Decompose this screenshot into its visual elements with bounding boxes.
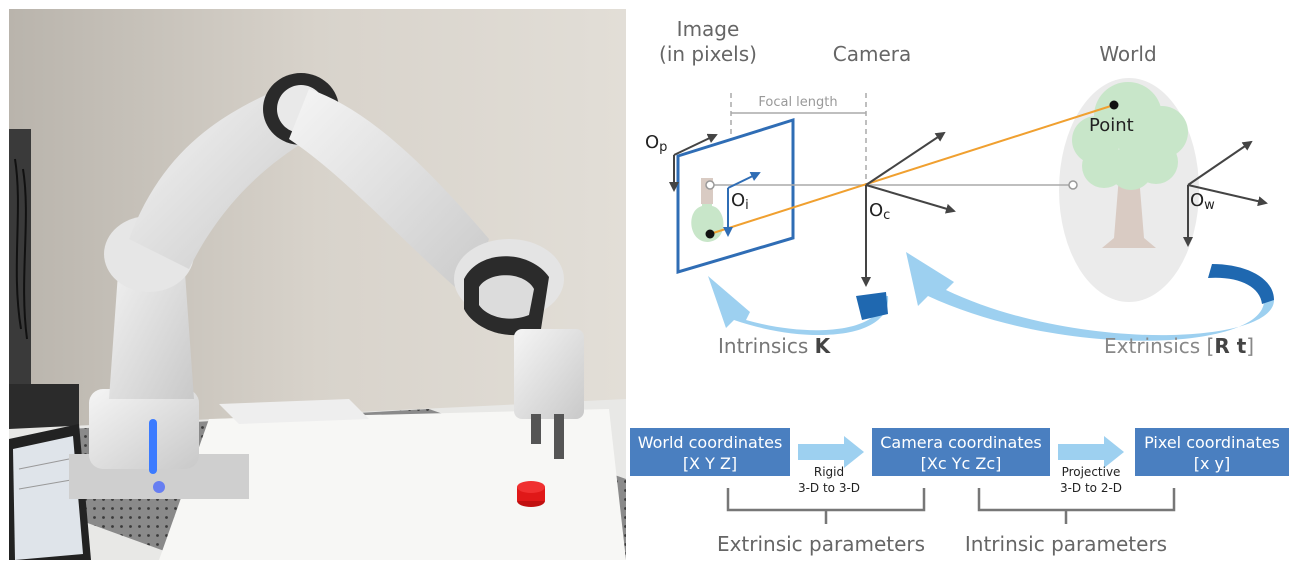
world-coordinates-title: World coordinates: [638, 433, 783, 452]
origin-camera-label: Oc: [869, 200, 890, 223]
camera-label: Camera: [833, 42, 912, 66]
robot-arm-photo: [9, 9, 626, 560]
tree-icon: [1072, 82, 1188, 190]
projective-arrow-icon: [1058, 436, 1124, 468]
image-vase-icon: [691, 180, 724, 242]
intrinsic-parameters-label: Intrinsic parameters: [965, 532, 1167, 556]
robot-gripper: [514, 329, 584, 419]
world-coordinates-box: [630, 428, 790, 476]
projective-transform-label: 3-D to 2-D: [1060, 481, 1122, 495]
cable-bundle: [9, 129, 31, 409]
intrinsic-bracket: [977, 488, 1176, 524]
svg-text:Ow: Ow: [1190, 190, 1215, 213]
world-coordinates-vars: [X Y Z]: [683, 454, 737, 473]
world-axis-point: [1068, 180, 1078, 190]
pixel-coordinates-box: [1135, 428, 1289, 476]
projected-point: [705, 229, 715, 239]
camera-coordinates-vars: [Xc Yc Zc]: [921, 454, 1002, 473]
origin-pixel-label: Op: [645, 132, 667, 155]
world-point: [1109, 100, 1119, 110]
image-label-line1: Image: [677, 17, 740, 41]
tree-trunk-icon: [1102, 176, 1156, 248]
intrinsics-label: Intrinsics K: [718, 334, 832, 358]
extrinsics-curved-arrow: [906, 252, 1274, 341]
camera-coordinates-title: Camera coordinates: [880, 433, 1042, 452]
robot-link-2: [129, 89, 309, 269]
origin-world-label: Ow: [1190, 190, 1215, 213]
origin-image-label: Oi: [731, 190, 749, 213]
camera-coordinates-box: [872, 428, 1050, 476]
principal-point: [705, 180, 715, 190]
robot-base: [89, 389, 199, 469]
rigid-label: Rigid: [814, 465, 844, 479]
paper-sheet-2: [219, 399, 369, 424]
image-label-line2: (in pixels): [659, 42, 757, 66]
robot-link-3: [289, 89, 489, 299]
point-label: Point: [1089, 115, 1134, 136]
status-light: [149, 419, 157, 474]
svg-text:Op: Op: [645, 132, 667, 155]
extrinsic-bracket: [726, 488, 926, 524]
paper-sheet: [159, 409, 626, 560]
extrinsics-label: Extrinsics [R t]: [1104, 334, 1254, 358]
focal-length-label: Focal length: [758, 95, 837, 110]
rigid-arrow-icon: [798, 436, 864, 468]
camera-model-diagram: Image (in pixels) Camera World Focal len…: [630, 17, 1289, 556]
svg-text:Oi: Oi: [731, 190, 749, 213]
world-label: World: [1099, 42, 1156, 66]
projection-ray: [709, 104, 1115, 235]
rigid-transform-label: 3-D to 3-D: [798, 481, 860, 495]
svg-text:Oc: Oc: [869, 200, 890, 223]
pixel-coordinates-title: Pixel coordinates: [1144, 433, 1280, 452]
projective-label: Projective: [1062, 465, 1121, 479]
pixel-coordinates-vars: [x y]: [1194, 454, 1231, 473]
extrinsic-parameters-label: Extrinsic parameters: [717, 532, 925, 556]
